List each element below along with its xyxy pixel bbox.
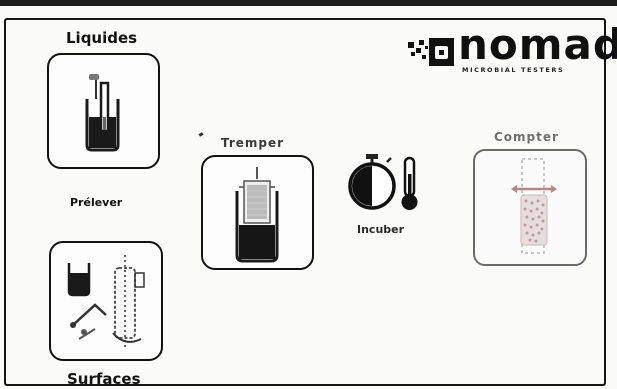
brand-tagline: MICROBIAL TESTERS bbox=[462, 66, 564, 74]
label-tremper: Tremper bbox=[221, 136, 284, 150]
label-surfaces: Surfaces bbox=[67, 370, 141, 388]
surface-swab-sampling-icon bbox=[51, 243, 160, 358]
timer-thermometer-icon bbox=[347, 152, 431, 216]
compter-step-box bbox=[473, 149, 587, 266]
label-prelever: Prélever bbox=[70, 196, 122, 209]
brand-name: nomad bbox=[458, 24, 617, 66]
label-liquides: Liquides bbox=[66, 29, 137, 47]
label-incuber: Incuber bbox=[357, 223, 404, 236]
label-compter: Compter bbox=[494, 130, 559, 144]
poster-sheet: nomad MICROBIAL TESTERS Liquides Préleve… bbox=[0, 6, 617, 389]
nomad-logo-mark-icon bbox=[408, 38, 454, 68]
count-colonies-tester-icon bbox=[475, 151, 585, 264]
liquides-step-box bbox=[47, 53, 160, 169]
tremper-step-box bbox=[201, 155, 314, 270]
dip-tester-in-liquid-icon bbox=[203, 157, 311, 267]
surfaces-step-box bbox=[49, 241, 163, 361]
liquid-sample-beaker-icon bbox=[49, 55, 157, 166]
